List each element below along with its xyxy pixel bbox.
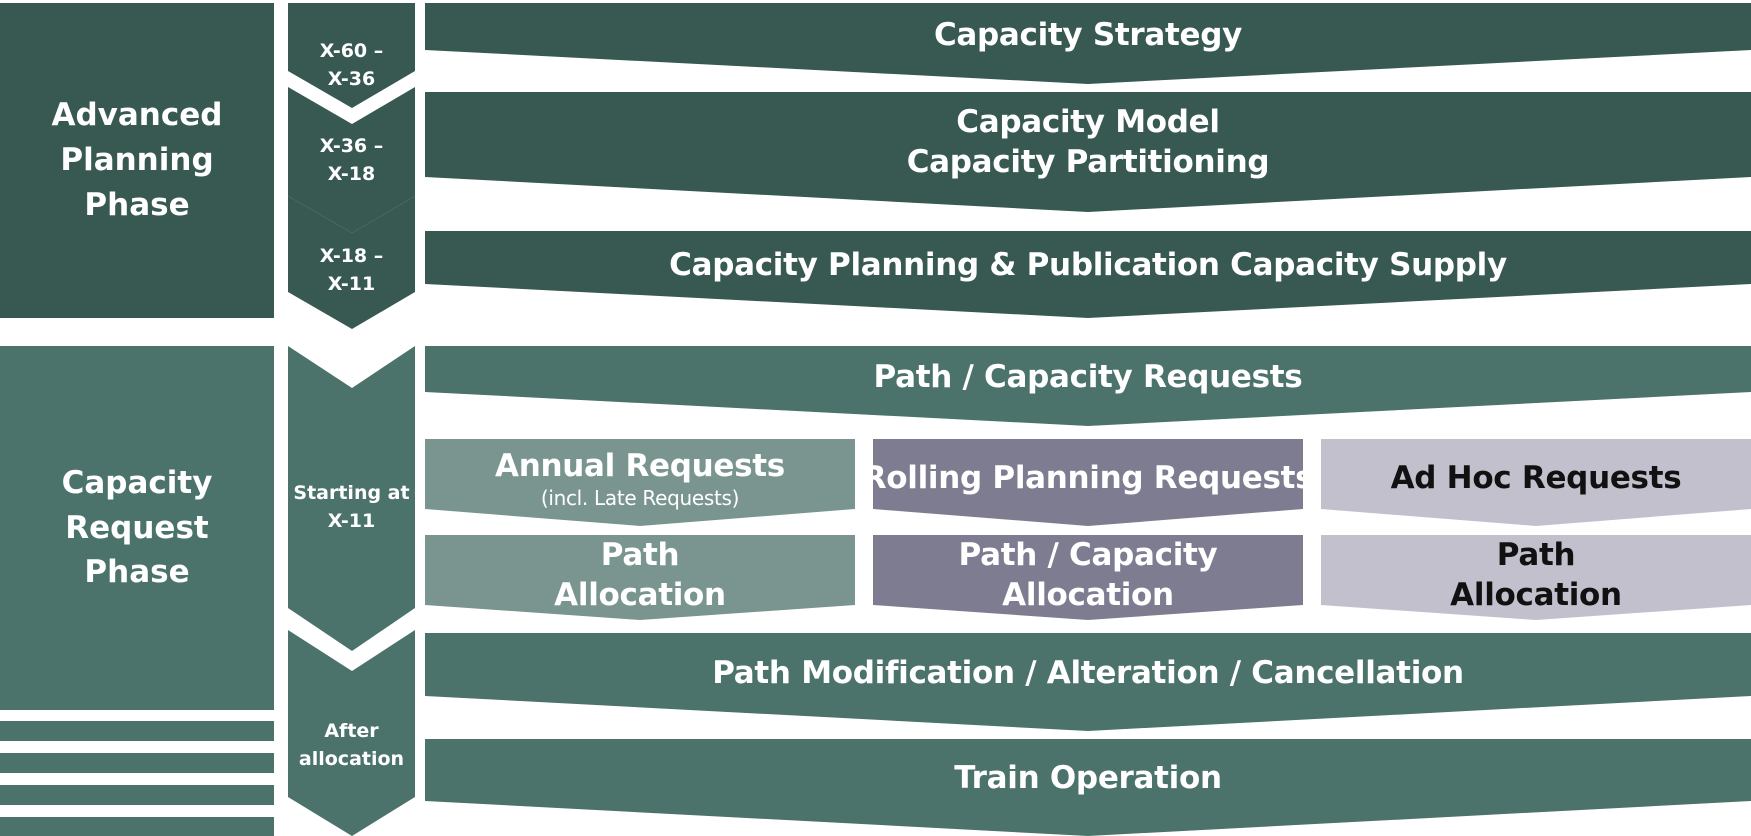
modification-banner (425, 633, 1751, 731)
advanced-phase-block (0, 3, 274, 318)
phase-stripe (0, 785, 274, 805)
timeline-chevron-1 (288, 3, 415, 108)
timeline-chevron-3 (288, 196, 415, 329)
annual-requests-box (425, 439, 855, 526)
path-requests-banner (425, 346, 1751, 426)
request-phase-block (0, 346, 274, 710)
phase-stripe (0, 817, 274, 836)
rolling-requests-box (873, 439, 1303, 526)
adhoc-requests-box (1321, 439, 1751, 526)
annual-allocation-box (425, 535, 855, 620)
adhoc-allocation-box (1321, 535, 1751, 620)
timeline-chevron-2 (288, 87, 415, 233)
capacity-planning-banner (425, 231, 1751, 318)
phase-stripe (0, 721, 274, 741)
capacity-strategy-banner (425, 3, 1751, 84)
capacity-model-banner (425, 92, 1751, 212)
rolling-allocation-box (873, 535, 1303, 620)
phase-stripe (0, 753, 274, 773)
train-operation-banner (425, 739, 1751, 836)
timeline-chevron-4 (288, 346, 415, 651)
timeline-chevron-5 (288, 630, 415, 836)
